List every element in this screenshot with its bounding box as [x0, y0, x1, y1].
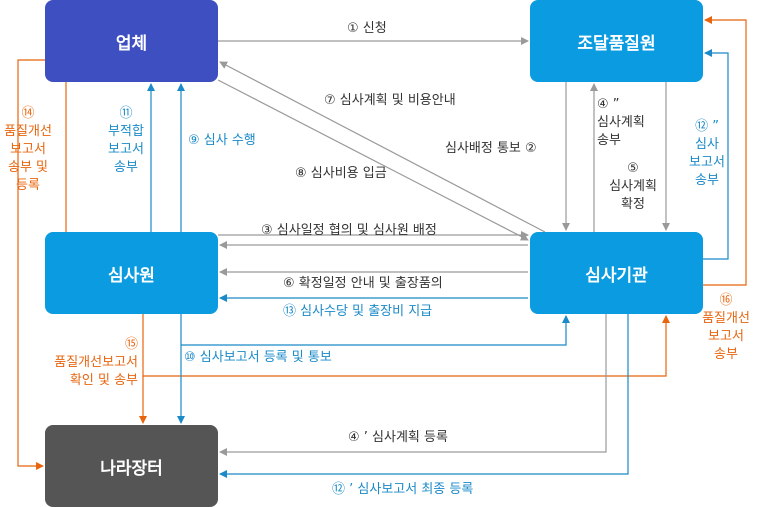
label-step-8: ⑧ 심사비용 입금	[295, 166, 387, 181]
label-step-13: ⑬ 심사수당 및 출장비 지급	[283, 304, 433, 319]
label-step-5: ⑤ 심사계획 확정	[609, 161, 657, 212]
label-step-10: ⑩ 심사보고서 등록 및 통보	[184, 350, 332, 365]
label-step-12-double: ⑫ ” 심사 보고서 송부	[689, 119, 725, 188]
label-step-6: ⑥ 확정일정 안내 및 출장품의	[283, 276, 443, 291]
label-step-4-prime: ④ ’ 심사계획 등록	[348, 430, 448, 445]
arrow-15	[142, 314, 670, 377]
node-auditor: 심사원	[45, 232, 218, 314]
label-step-11: ⑪ 부적합 보고서 송부	[108, 106, 144, 175]
arrow-10	[180, 314, 570, 346]
node-agency: 심사기관	[530, 232, 703, 314]
label-step-7: ⑦ 심사계획 및 비용안내	[324, 93, 456, 108]
node-vendor: 업체	[45, 0, 218, 82]
label-step-3: ③ 심사일정 협의 및 심사원 배정	[261, 223, 437, 238]
node-auditor-label: 심사원	[108, 265, 155, 286]
arrow-14	[17, 59, 45, 470]
label-step-2: 심사배정 통보 ②	[445, 141, 537, 156]
node-naramarket-label: 나라장터	[100, 458, 163, 479]
arrow-7	[219, 61, 546, 233]
node-naramarket: 나라장터	[45, 425, 218, 507]
arrow-12p	[219, 314, 629, 478]
arrow-12q	[703, 49, 729, 260]
label-step-15: ⑮ 품질개선보고서 확인 및 송부	[54, 337, 138, 388]
label-step-1: ① 신청	[347, 21, 387, 36]
node-pps-label: 조달품질원	[577, 33, 656, 54]
arrow-8	[217, 79, 529, 241]
node-agency-label: 심사기관	[585, 265, 648, 286]
label-step-16: ⑯ 품질개선 보고서 송부	[702, 293, 750, 362]
label-step-14: ⑭ 품질개선 보고서 송부 및 등록	[4, 106, 52, 193]
arrow-4p	[219, 314, 607, 456]
label-step-12-prime: ⑫ ’ 심사보고서 최종 등록	[332, 482, 474, 497]
label-step-9: ⑨ 심사 수행	[188, 133, 256, 148]
node-vendor-label: 업체	[115, 33, 148, 54]
arrow-16	[703, 16, 747, 286]
node-pps: 조달품질원	[530, 0, 703, 82]
label-step-4-double: ④ ” 심사계획 송부	[597, 97, 645, 148]
